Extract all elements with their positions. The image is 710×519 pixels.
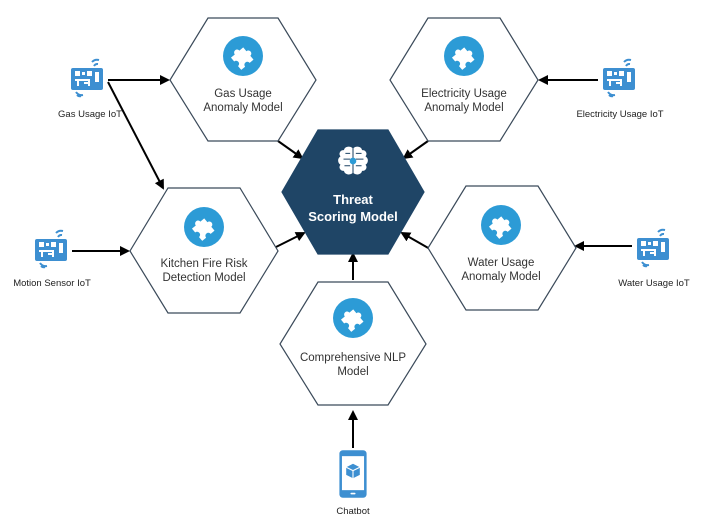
motion-sensor-iot-device[interactable]: Motion Sensor IoT [13,229,91,289]
water-usage-anomaly-model-node[interactable]: Water Usage Anomaly Model [427,185,577,311]
electricity-model-label-line2: Anomaly Model [424,102,503,114]
chatbot-device[interactable]: Chatbot [336,449,370,517]
nlp-model-label-line2: Model [337,366,368,378]
water-iot-label: Water Usage IoT [618,278,690,289]
iot-sensor-icon [602,58,636,98]
threat-model-label-line1: Threat [333,192,373,207]
puzzle-icon [481,205,521,245]
iot-sensor-icon [636,228,670,268]
gas-usage-iot-device[interactable]: Gas Usage IoT [58,58,122,120]
comprehensive-nlp-model-node[interactable]: Comprehensive NLP Model [279,281,427,406]
gas-iot-label: Gas Usage IoT [58,109,122,120]
iot-sensor-icon [70,58,104,98]
gas-usage-anomaly-model-node[interactable]: Gas Usage Anomaly Model [169,17,317,142]
kitchen-model-label-line2: Detection Model [162,272,245,284]
threat-scoring-model-node[interactable]: Threat Scoring Model [281,129,425,255]
gas-model-label-line1: Gas Usage [214,88,272,100]
kitchen-model-label-line1: Kitchen Fire Risk [161,258,248,270]
puzzle-icon [444,36,484,76]
electricity-usage-iot-device[interactable]: Electricity Usage IoT [576,58,664,120]
edge-gas-iot-to-kitchen-model [107,81,164,190]
edge-water-model-to-threat-model [400,232,431,250]
puzzle-icon [223,36,263,76]
electricity-usage-anomaly-model-node[interactable]: Electricity Usage Anomaly Model [389,17,539,142]
mobile-app-icon [338,449,368,499]
motion-iot-label: Motion Sensor IoT [13,278,91,289]
edges [72,75,632,448]
threat-model-label-line2: Scoring Model [308,209,398,224]
kitchen-fire-risk-model-node[interactable]: Kitchen Fire Risk Detection Model [129,187,279,314]
electricity-model-label-line1: Electricity Usage [421,88,507,100]
iot-sensor-icon [34,229,68,269]
gas-model-label-line2: Anomaly Model [203,102,282,114]
water-usage-iot-device[interactable]: Water Usage IoT [618,228,690,289]
chatbot-label: Chatbot [336,506,370,517]
water-model-label-line1: Water Usage [468,257,535,269]
puzzle-icon [333,298,373,338]
water-model-label-line2: Anomaly Model [461,271,540,283]
electricity-iot-label: Electricity Usage IoT [576,109,663,120]
edge-kitchen-model-to-threat-model [275,232,306,248]
edge-gas-model-to-threat-model [277,140,304,160]
nlp-model-label-line1: Comprehensive NLP [300,352,406,364]
brain-chip-icon [336,145,370,176]
puzzle-icon [184,207,224,247]
edge-electricity-model-to-threat-model [402,140,429,160]
